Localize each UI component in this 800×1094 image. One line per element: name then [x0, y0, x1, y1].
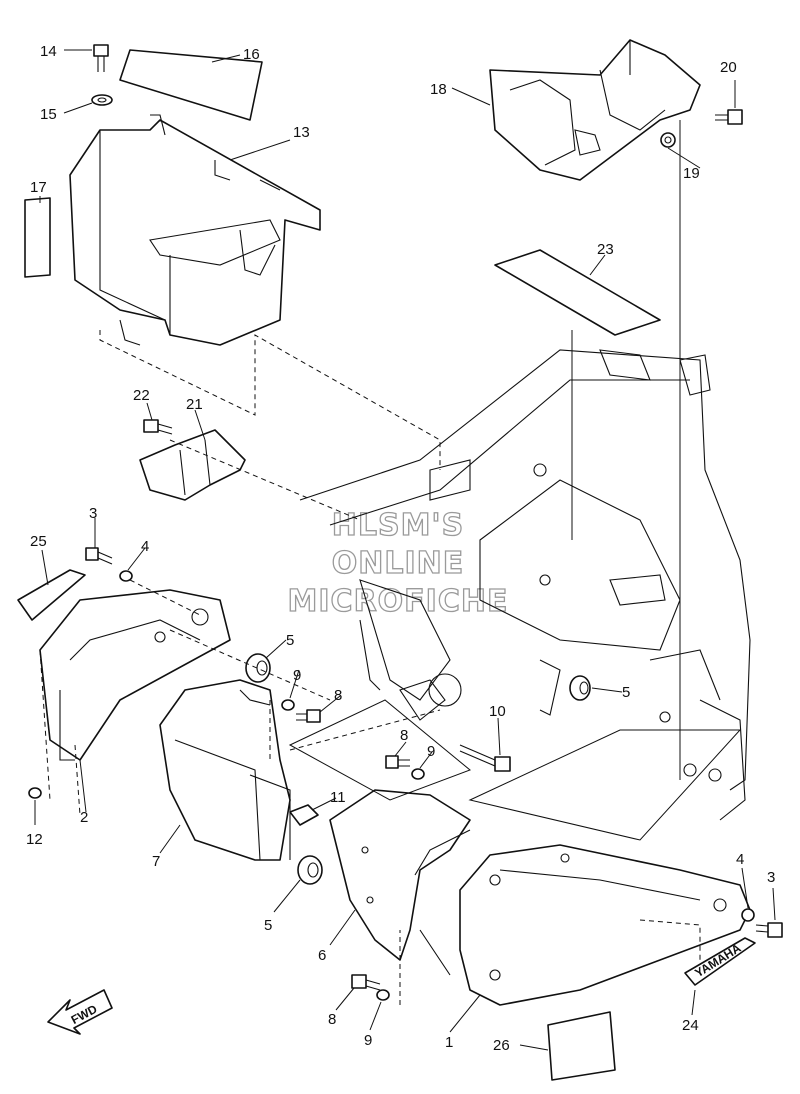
callout-7: 7 — [152, 853, 160, 870]
callout-1: 1 — [445, 1034, 453, 1051]
callout-4-left: 4 — [141, 538, 149, 555]
washer-9-upper — [281, 699, 295, 711]
upper-bracket — [489, 39, 701, 181]
callout-2: 2 — [80, 809, 88, 826]
callout-26: 26 — [493, 1037, 510, 1054]
side-cover-left — [39, 589, 231, 761]
washer-12 — [28, 787, 42, 799]
svg-text:HLSM'S: HLSM'S — [332, 508, 464, 543]
fwd-arrow: FWD — [47, 989, 113, 1035]
callout-23: 23 — [597, 241, 614, 258]
callout-20: 20 — [720, 59, 737, 76]
bolt-3-right — [755, 922, 783, 938]
callout-3-right: 3 — [767, 869, 775, 886]
callout-5-right: 5 — [622, 684, 630, 701]
callout-14: 14 — [40, 43, 57, 60]
callout-8-upper: 8 — [334, 687, 342, 704]
frame — [299, 349, 751, 821]
assembly-line-battery — [99, 330, 441, 470]
callout-19: 19 — [683, 165, 700, 182]
callout-10: 10 — [489, 703, 506, 720]
cover-7 — [159, 679, 291, 861]
cover-6 — [329, 789, 471, 976]
callout-13: 13 — [293, 124, 310, 141]
callout-18: 18 — [430, 81, 447, 98]
callout-11: 11 — [330, 789, 346, 806]
callout-15: 15 — [40, 106, 57, 123]
bolt-14 — [93, 44, 109, 72]
washer-9-lower — [376, 989, 390, 1001]
bolt-8-lower — [351, 974, 381, 991]
washer-4-left — [119, 570, 133, 582]
callout-6: 6 — [318, 947, 326, 964]
leader-lines — [34, 49, 776, 1051]
side-cover-right — [459, 844, 751, 1006]
callout-5-bottom: 5 — [264, 917, 272, 934]
nut-15 — [91, 94, 113, 106]
watermark: HLSM'S ONLINE MICROFICHE — [287, 507, 509, 619]
washer-4-right — [741, 908, 755, 922]
callout-16: 16 — [243, 46, 260, 63]
callout-25: 25 — [30, 533, 47, 550]
bolt-22 — [143, 419, 173, 435]
callout-24: 24 — [682, 1017, 699, 1034]
bolt-20 — [715, 109, 743, 125]
bolt-3-left — [85, 547, 113, 565]
callout-5-top: 5 — [286, 632, 294, 649]
callout-9-lower: 9 — [364, 1032, 372, 1049]
grommet-5-bottom — [297, 855, 323, 885]
callouts: 1 2 3 3 4 4 5 5 5 6 7 8 8 8 9 9 9 10 11 … — [26, 43, 775, 1054]
callout-22: 22 — [133, 387, 150, 404]
bolt-10 — [459, 744, 511, 772]
battery-pad — [119, 49, 263, 121]
callout-3-left: 3 — [89, 505, 97, 522]
callout-9-mid: 9 — [427, 743, 435, 760]
callout-21: 21 — [186, 396, 203, 413]
callout-8-lower: 8 — [328, 1011, 336, 1028]
callout-8-mid: 8 — [400, 727, 408, 744]
svg-text:MICROFICHE: MICROFICHE — [288, 584, 509, 619]
callout-12: 12 — [26, 831, 43, 848]
callout-17: 17 — [30, 179, 47, 196]
bolt-8-upper — [296, 709, 321, 723]
callout-4-right: 4 — [736, 851, 744, 868]
washer-9-mid — [411, 768, 425, 780]
nut-19 — [660, 132, 676, 148]
callout-9-upper: 9 — [293, 667, 301, 684]
svg-text:ONLINE: ONLINE — [332, 546, 465, 581]
pad-26 — [547, 1011, 616, 1081]
frame-pad — [494, 249, 661, 336]
emblem-left — [17, 569, 86, 621]
side-pad — [24, 197, 51, 278]
grommet-5-right — [569, 675, 591, 701]
bolt-8-mid — [385, 755, 410, 769]
battery-box — [69, 114, 321, 346]
clip-11 — [289, 804, 319, 826]
